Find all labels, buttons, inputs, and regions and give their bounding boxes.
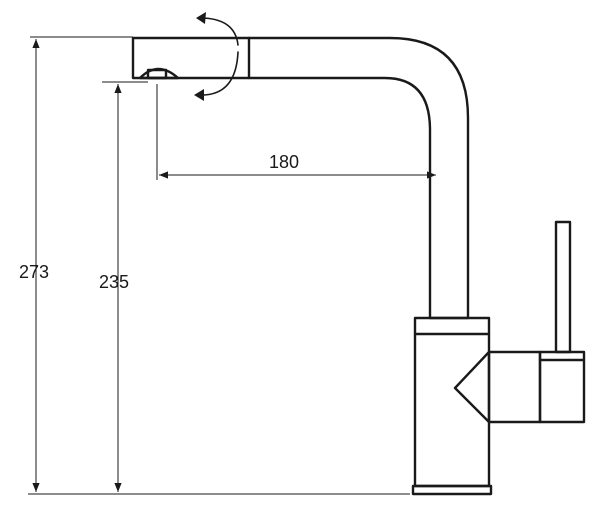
dimension-spout-reach: 180: [156, 84, 436, 180]
rotation-arrowhead-lower: [194, 89, 204, 101]
faucet: [131, 12, 586, 496]
base-ring: [411, 484, 493, 496]
dimension-spout-height: 235: [99, 81, 148, 492]
rotation-arrow-lower: [199, 51, 239, 96]
overall-height-label: 273: [19, 262, 49, 282]
swivel-collar: [413, 316, 491, 336]
dimension-overall-height: 273: [19, 36, 410, 495]
spout: [131, 36, 470, 320]
lever-hub: [538, 350, 586, 424]
rotation-arrowhead-upper: [196, 12, 206, 24]
spout-reach-label: 180: [269, 152, 299, 172]
cartridge-bevel: [453, 350, 491, 424]
cartridge-housing: [487, 350, 542, 424]
lever-handle: [554, 220, 572, 354]
rotation-arrow-upper: [199, 17, 239, 46]
aerator-insert: [146, 68, 168, 80]
spout-height-label: 235: [99, 272, 129, 292]
